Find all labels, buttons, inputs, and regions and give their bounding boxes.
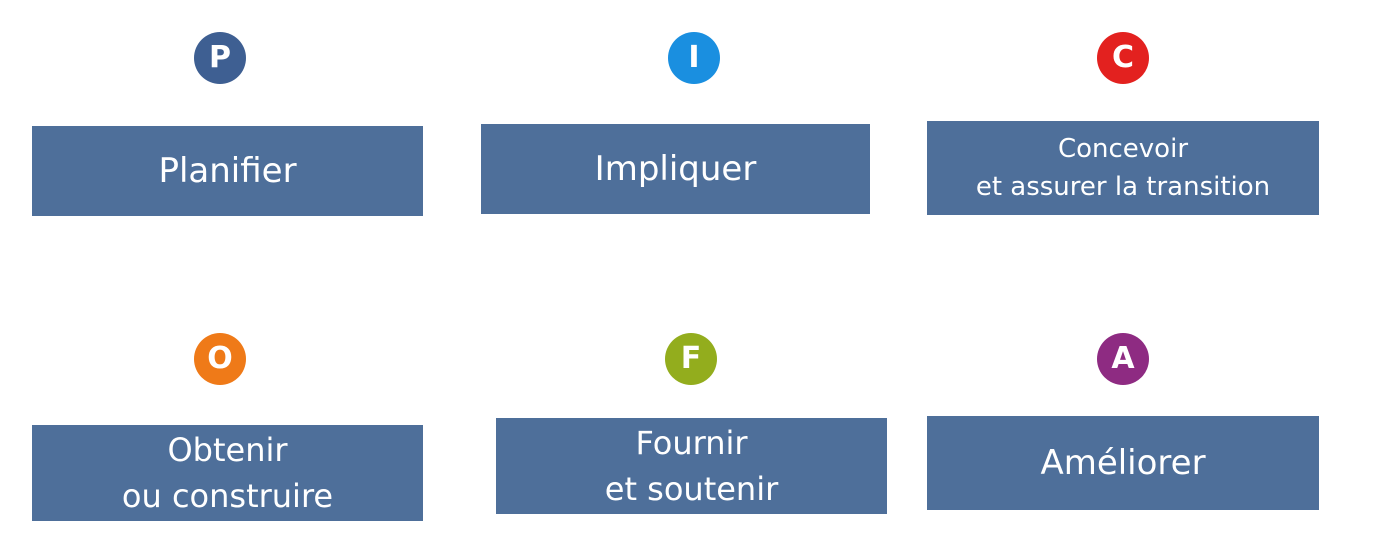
- step-i-badge-icon: I: [668, 32, 720, 84]
- step-f-label-line-1: Fournir: [635, 424, 748, 462]
- step-p-box: Planifier: [32, 126, 423, 216]
- step-a-badge-icon: A: [1097, 333, 1149, 385]
- step-f-label-line-2: et soutenir: [604, 470, 779, 508]
- step-i-label: Impliquer: [594, 149, 757, 189]
- step-c-box: Concevoir et assurer la transition: [927, 121, 1319, 215]
- step-f-badge-icon: F: [665, 333, 717, 385]
- step-p-badge-icon: P: [194, 32, 246, 84]
- step-c-label-line-2: et assurer la transition: [975, 172, 1271, 202]
- step-c-label-line-1: Concevoir: [1057, 134, 1189, 164]
- step-o-label-line-1: Obtenir: [167, 431, 288, 469]
- step-f-box: Fournir et soutenir: [496, 418, 887, 514]
- step-a-label: Améliorer: [1040, 443, 1206, 483]
- step-o-label-line-2: ou construire: [121, 477, 334, 515]
- step-a-box: Améliorer: [927, 416, 1319, 510]
- step-i-box: Impliquer: [481, 124, 870, 214]
- step-c-badge-icon: C: [1097, 32, 1149, 84]
- step-o-badge-icon: O: [194, 333, 246, 385]
- step-p-label: Planifier: [158, 151, 297, 191]
- step-o-box: Obtenir ou construire: [32, 425, 423, 521]
